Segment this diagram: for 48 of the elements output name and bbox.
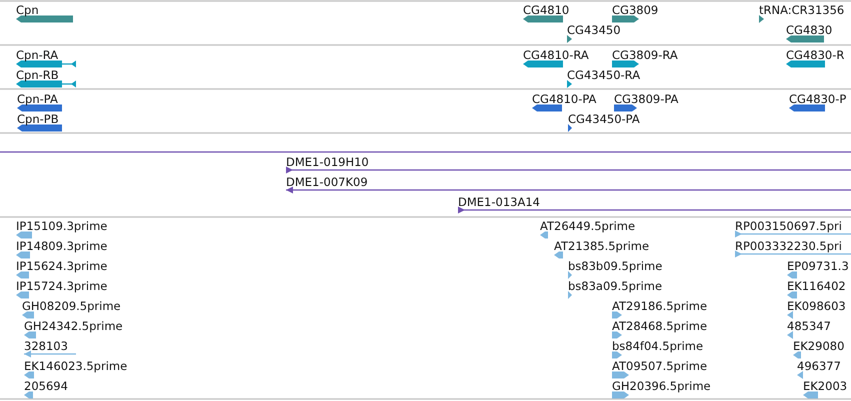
feature-label: DME1-013A14: [458, 195, 540, 209]
feature-label: GH24342.5prime: [24, 319, 123, 333]
feature-label: CG43450-PA: [568, 112, 640, 126]
feature-label: IP15624.3prime: [16, 259, 108, 273]
feature-label: IP15109.3prime: [16, 219, 108, 233]
feature-label: GH20396.5prime: [612, 379, 711, 393]
feature-label: IP14809.3prime: [16, 239, 108, 253]
feature-label: Cpn-PA: [17, 92, 58, 106]
feature-label: Cpn-RB: [16, 68, 59, 82]
feature-label: AT09507.5prime: [612, 359, 708, 373]
feature-label: RP003150697.5pri: [735, 219, 842, 233]
feature-label: AT21385.5prime: [554, 239, 650, 253]
feature-label: EP09731.3: [787, 259, 849, 273]
feature-label: CG3809-PA: [614, 92, 678, 106]
feature-label: CG4830-P: [789, 92, 846, 106]
feature-label: AT29186.5prime: [612, 299, 708, 313]
feature-label: Cpn-RA: [16, 48, 58, 62]
feature-label: CG3809: [612, 3, 658, 17]
feature-label: EK146023.5prime: [24, 359, 128, 373]
feature-label: EK2003: [803, 379, 848, 393]
feature-label: AT26449.5prime: [540, 219, 636, 233]
feature-label: DME1-019H10: [286, 155, 369, 169]
feature-label: EK098603: [787, 299, 846, 313]
feature-label: CG4830: [786, 23, 832, 37]
feature-label: DME1-007K09: [286, 175, 368, 189]
feature-label: CG4830-R: [786, 48, 844, 62]
feature-label: Cpn-PB: [17, 112, 59, 126]
feature-label: CG43450: [567, 23, 621, 37]
feature-label: bs84f04.5prime: [612, 339, 704, 353]
feature-label: 496377: [797, 359, 841, 373]
feature-label: EK29080: [793, 339, 844, 353]
feature-label: CG43450-RA: [567, 68, 640, 82]
feature-label: IP15724.3prime: [16, 279, 108, 293]
feature-label: EK116402: [787, 279, 846, 293]
feature-label: bs83b09.5prime: [568, 259, 662, 273]
feature-label: CG3809-RA: [612, 48, 678, 62]
feature-label: AT28468.5prime: [612, 319, 708, 333]
feature-label: 485347: [787, 319, 831, 333]
feature-label: CG4810-RA: [523, 48, 589, 62]
feature-label: GH08209.5prime: [22, 299, 121, 313]
feature-label: 205694: [24, 379, 68, 393]
feature-label: tRNA:CR31356: [759, 3, 844, 17]
feature-label: Cpn: [16, 3, 39, 17]
feature-label: CG4810-PA: [532, 92, 596, 106]
feature-label: CG4810: [523, 3, 570, 17]
feature-label: RP003332230.5pri: [735, 239, 842, 253]
feature-label: 328103: [24, 339, 68, 353]
feature-label: bs83a09.5prime: [568, 279, 662, 293]
